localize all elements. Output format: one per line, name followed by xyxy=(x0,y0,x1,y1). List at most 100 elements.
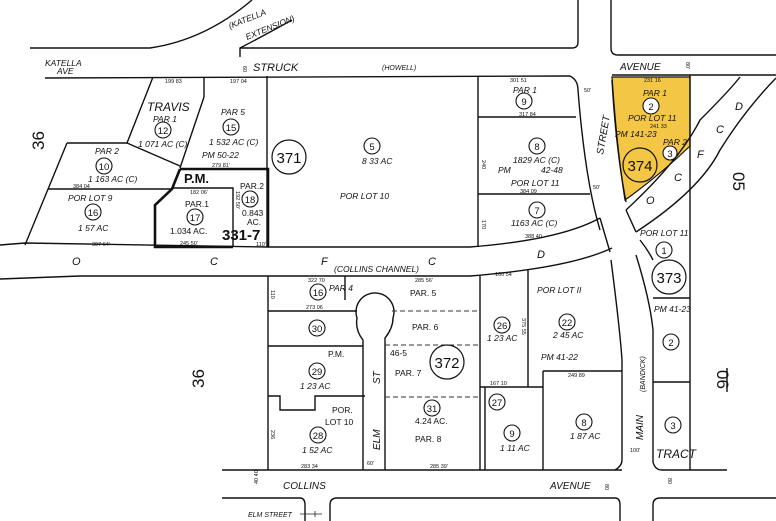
dimension-label: 197 04 xyxy=(230,79,247,85)
parcel-map-ref: PM 41-23 xyxy=(654,304,691,314)
parcel-area: 1 071 AC (C) xyxy=(138,139,187,149)
book-page-373[interactable]: 373 xyxy=(656,270,681,287)
channel-letter: C xyxy=(428,256,436,268)
book-page-372[interactable]: 372 xyxy=(434,355,459,372)
street-elm-st: ST xyxy=(372,370,383,384)
dimension-label: 50' xyxy=(593,185,600,191)
parcel-label: PAR 1 xyxy=(513,85,537,95)
parcel-17[interactable]: 17 xyxy=(190,213,201,224)
dimension-label: 80' xyxy=(684,62,690,69)
channel-letter: D xyxy=(537,249,545,261)
parcel-27[interactable]: 27 xyxy=(492,398,503,409)
street-main: MAIN xyxy=(635,414,646,440)
channel-letter: C xyxy=(716,124,724,136)
parcel-lot: POR LOT 9 xyxy=(68,193,113,203)
parcel-16[interactable]: 16 xyxy=(313,288,324,299)
parcel-area: 2 45 AC xyxy=(552,330,584,340)
parcel-map-ref: PM 141-23 xyxy=(615,129,657,139)
parcel-12[interactable]: 12 xyxy=(158,126,169,137)
parcel-31[interactable]: 31 xyxy=(427,404,438,415)
dimension-label: 231 16 xyxy=(644,78,661,84)
parcel-map-ref: PM 50-22 xyxy=(202,150,239,160)
book-page-331-7: 331-7 xyxy=(222,227,260,244)
dimension-label: 322 70 xyxy=(308,278,325,284)
dimension-label: 236 xyxy=(269,430,275,439)
collins-channel-label: (COLLINS CHANNEL) xyxy=(334,264,419,274)
parcel-numbers: 12 15 5 10 16 17 18 9 8 7 2 3 1 2 3 16 3… xyxy=(88,97,676,442)
dimension-label: 80 xyxy=(666,478,672,484)
street-howell: (HOWELL) xyxy=(382,65,416,72)
parcel-area: 1.034 AC. xyxy=(170,226,207,236)
parcel-10[interactable]: 10 xyxy=(99,162,110,173)
book-page-374[interactable]: 374 xyxy=(627,158,652,175)
parcel-lot: POR LOT 11 xyxy=(640,228,689,238)
parcel-lot: LOT 10 xyxy=(325,417,353,427)
street-katella: KATELLA xyxy=(45,58,82,68)
parcel-map-ref: PM 41-22 xyxy=(541,352,578,362)
parcel-area: 1 23 AC xyxy=(300,381,331,391)
parcel-9[interactable]: 9 xyxy=(521,97,526,108)
parcel-26[interactable]: 26 xyxy=(497,321,508,332)
section-36-upper: 36 xyxy=(29,131,48,150)
dimension-label: 40 40 xyxy=(254,470,260,484)
parcel-label: PAR.2 xyxy=(240,181,264,191)
parcel-map-ref: 46-5 xyxy=(390,348,407,358)
dimension-label: 245 50' xyxy=(180,241,198,247)
book-page-371[interactable]: 371 xyxy=(276,150,301,167)
parcel-29[interactable]: 29 xyxy=(312,367,323,378)
dimension-label: 167 10 xyxy=(490,381,507,387)
elm-street-arrow xyxy=(300,511,322,517)
dimension-label: 285 56' xyxy=(415,278,433,284)
parcel-2[interactable]: 2 xyxy=(648,102,653,113)
parcel-3[interactable]: 3 xyxy=(667,149,672,160)
parcel-5[interactable]: 5 xyxy=(369,142,374,153)
channel-letter: O xyxy=(646,195,655,207)
parcel-label: PAR. 5 xyxy=(410,288,437,298)
dimension-label: 160 54 xyxy=(495,272,512,278)
parcel-area: 1 11 AC xyxy=(500,443,531,453)
parcel-label: PAR 2 xyxy=(95,146,119,156)
lot-lines xyxy=(24,75,691,470)
parcel-18[interactable]: 18 xyxy=(245,195,256,206)
dimension-label: 384 09 xyxy=(520,189,537,195)
parcel-map-ref: P.M. xyxy=(328,349,344,359)
channel-letter: D xyxy=(735,101,743,113)
parcel-28[interactable]: 28 xyxy=(313,431,324,442)
parcel-30[interactable]: 30 xyxy=(312,324,323,335)
parcel-22[interactable]: 22 xyxy=(562,318,573,329)
dimension-label: 199 83 xyxy=(165,79,182,85)
parcel-area: 8 33 AC xyxy=(362,156,393,166)
dimension-label: 307 64' xyxy=(92,242,110,248)
channel-letter: C xyxy=(210,256,218,268)
dimension-label: 192 50' xyxy=(234,191,240,209)
parcel-1[interactable]: 1 xyxy=(661,246,666,257)
channel-letter: F xyxy=(697,149,705,161)
parcel-3[interactable]: 3 xyxy=(670,421,675,432)
parcel-area-unit: AC. xyxy=(247,217,261,227)
street-katella-ave: AVE xyxy=(56,66,74,76)
parcel-map-ref: 42-48 xyxy=(541,165,563,175)
parcel-labels: TRAVIS PAR 1 1 071 AC (C) PAR 5 1 532 AC… xyxy=(68,85,691,455)
parcel-8[interactable]: 8 xyxy=(581,418,586,429)
parcel-2[interactable]: 2 xyxy=(668,338,673,349)
parcel-area: 1 57 AC xyxy=(78,223,109,233)
parcel-16[interactable]: 16 xyxy=(88,208,99,219)
dimension-label: 317 84 xyxy=(519,112,536,118)
channel-letter: O xyxy=(72,256,81,268)
tract-label: TRACT xyxy=(656,447,698,461)
parcel-lot: POR LOT 11 xyxy=(511,178,560,188)
parcel-9[interactable]: 9 xyxy=(509,429,514,440)
dimension-labels: 199 83 197 04 279 81' 384 04 307 64' 245… xyxy=(73,62,690,490)
travis-label: TRAVIS xyxy=(147,100,190,114)
parcel-label: PAR 1 xyxy=(643,88,667,98)
parcel-area: 4.24 AC. xyxy=(415,416,448,426)
parcel-8[interactable]: 8 xyxy=(534,142,539,153)
street-struck: STRUCK xyxy=(253,62,299,74)
dimension-label: 384 04 xyxy=(73,184,90,190)
parcel-7[interactable]: 7 xyxy=(534,206,539,217)
dimension-label: 375 55 xyxy=(520,318,526,335)
section-05: 05 xyxy=(729,172,748,191)
parcel-15[interactable]: 15 xyxy=(226,123,237,134)
